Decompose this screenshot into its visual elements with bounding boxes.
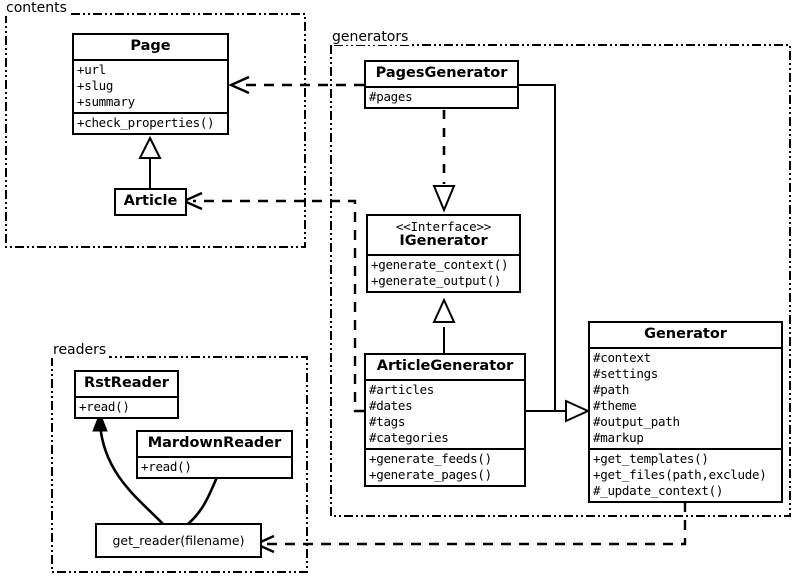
class-method: +read() <box>79 399 130 415</box>
class-attribute: #pages <box>369 89 413 105</box>
class-name-article: Article <box>123 193 178 209</box>
class-method: #_update_context() <box>593 483 724 499</box>
class-box-article[interactable]: Article <box>114 188 187 217</box>
function-name-get-reader: get_reader(filename) <box>112 533 245 548</box>
class-box-generator[interactable]: Generator #context #settings #path #them… <box>588 321 783 504</box>
class-box-mardownreader[interactable]: MardownReader +read() <box>136 430 293 480</box>
class-name-generator: Generator <box>644 326 727 342</box>
class-attribute: +slug <box>77 78 114 94</box>
class-attribute: #articles <box>369 382 435 398</box>
class-name-pagesgenerator: PagesGenerator <box>375 65 508 81</box>
class-attributes-page: +url +slug +summary <box>74 59 227 112</box>
class-box-pagesgenerator[interactable]: PagesGenerator #pages <box>364 60 519 110</box>
class-method: +check_properties() <box>77 115 215 131</box>
class-name-page: Page <box>130 38 171 54</box>
class-name-rstreader: RstReader <box>84 375 169 391</box>
edge-generator-to-getreader <box>265 502 687 546</box>
class-attributes-generator: #context #settings #path #theme #output_… <box>590 347 781 448</box>
edge-articlegenerator-to-article <box>193 199 364 413</box>
class-name-igenerator: <<Interface>> IGenerator <box>368 216 519 254</box>
class-method: +get_templates() <box>593 451 709 467</box>
class-box-page[interactable]: Page +url +slug +summary +check_properti… <box>72 33 229 136</box>
class-method: +generate_output() <box>371 273 502 289</box>
package-label-contents: contents <box>4 0 70 16</box>
class-attribute: #dates <box>369 398 413 414</box>
class-box-articlegenerator[interactable]: ArticleGenerator #articles #dates #tags … <box>364 353 526 488</box>
class-attribute: #path <box>593 382 630 398</box>
class-method: +generate_context() <box>371 257 509 273</box>
class-methods-mardownreader: +read() <box>138 456 291 477</box>
class-name-mardownreader: MardownReader <box>147 435 282 451</box>
class-methods-articlegenerator: +generate_feeds() +generate_pages() <box>366 448 524 485</box>
class-attribute: +summary <box>77 94 135 110</box>
class-attribute: #theme <box>593 398 637 414</box>
class-methods-igenerator: +generate_context() +generate_output() <box>368 254 519 291</box>
arrowhead-dependency-page <box>228 75 250 95</box>
class-methods-rstreader: +read() <box>76 396 177 417</box>
class-attribute: +url <box>77 62 106 78</box>
class-method: +read() <box>141 459 192 475</box>
class-name-articlegenerator: ArticleGenerator <box>376 358 514 374</box>
class-attribute: #context <box>593 350 651 366</box>
class-methods-page: +check_properties() <box>74 112 227 133</box>
class-attributes-pagesgenerator: #pages <box>366 86 517 107</box>
class-attribute: #tags <box>369 414 406 430</box>
edge-pagesgenerator-to-generator <box>519 84 567 412</box>
arrowhead-realization-igenerator <box>432 185 456 213</box>
class-attribute: #settings <box>593 366 659 382</box>
class-method: +get_files(path,exclude) <box>593 467 767 483</box>
class-box-igenerator[interactable]: <<Interface>> IGenerator +generate_conte… <box>366 214 521 294</box>
class-methods-generator: +get_templates() +get_files(path,exclude… <box>590 448 781 501</box>
class-attribute: #output_path <box>593 414 680 430</box>
class-box-rstreader[interactable]: RstReader +read() <box>74 370 179 420</box>
class-attributes-articlegenerator: #articles #dates #tags #categories <box>366 379 524 448</box>
arrowhead-generalization-generator <box>565 399 591 423</box>
arrowhead-generalization-igenerator <box>432 297 456 323</box>
package-label-readers: readers <box>51 342 110 358</box>
class-attribute: #markup <box>593 430 644 446</box>
class-method: +generate_feeds() <box>369 451 492 467</box>
class-stereotype-igenerator: <<Interface>> <box>395 219 492 234</box>
class-attribute: #categories <box>369 430 449 446</box>
arrowhead-generalization-page <box>138 135 162 159</box>
class-name-text-igenerator: IGenerator <box>399 233 488 250</box>
function-box-get-reader[interactable]: get_reader(filename) <box>95 523 262 558</box>
package-label-generators: generators <box>330 29 412 45</box>
class-method: +generate_pages() <box>369 467 492 483</box>
